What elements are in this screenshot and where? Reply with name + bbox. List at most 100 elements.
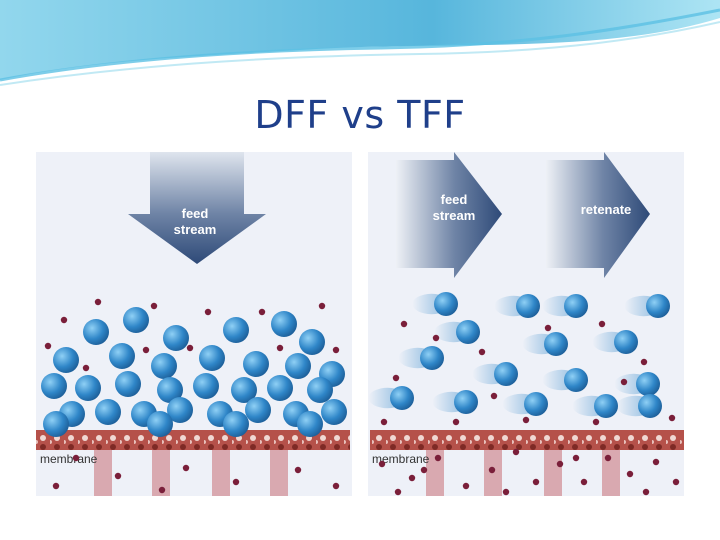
- small-particle: [598, 320, 606, 328]
- large-particle: [516, 294, 540, 318]
- large-particle: [123, 307, 149, 333]
- tff-membrane-label: membrane: [372, 452, 430, 466]
- large-particle: [83, 319, 109, 345]
- tff-feed-label-2: stream: [433, 208, 476, 223]
- large-particle: [564, 368, 588, 392]
- small-particle: [478, 348, 486, 356]
- large-particle: [321, 399, 347, 425]
- tff-particles: [368, 292, 680, 496]
- small-particle: [604, 454, 612, 462]
- large-particle: [494, 362, 518, 386]
- small-particle: [204, 308, 212, 316]
- small-particle: [642, 488, 650, 496]
- large-particle: [307, 377, 333, 403]
- large-particle: [299, 329, 325, 355]
- large-particle: [223, 317, 249, 343]
- large-particle: [564, 294, 588, 318]
- large-particle: [297, 411, 323, 437]
- large-particle: [75, 375, 101, 401]
- large-particle: [390, 386, 414, 410]
- small-particle: [420, 466, 428, 474]
- small-particle: [392, 374, 400, 382]
- small-particle: [522, 416, 530, 424]
- large-particle: [147, 411, 173, 437]
- large-particle: [223, 411, 249, 437]
- small-particle: [186, 344, 194, 352]
- large-particle: [454, 390, 478, 414]
- large-particle: [420, 346, 444, 370]
- small-particle: [142, 346, 150, 354]
- dff-membrane-label: membrane: [40, 452, 98, 466]
- small-particle: [258, 308, 266, 316]
- large-particle: [151, 353, 177, 379]
- small-particle: [490, 392, 498, 400]
- small-particle: [432, 334, 440, 342]
- small-particle: [668, 414, 676, 422]
- large-particle: [285, 353, 311, 379]
- dff-particles: [41, 298, 347, 494]
- large-particle: [53, 347, 79, 373]
- large-particle: [199, 345, 225, 371]
- large-particle: [638, 394, 662, 418]
- small-particle: [52, 482, 60, 490]
- large-particle: [109, 343, 135, 369]
- large-particle: [456, 320, 480, 344]
- dff-feed-stream-arrow: feed stream: [128, 152, 266, 264]
- large-particle: [524, 392, 548, 416]
- large-particle: [167, 397, 193, 423]
- large-particle: [646, 294, 670, 318]
- small-particle: [452, 418, 460, 426]
- small-particle: [488, 466, 496, 474]
- small-particle: [408, 474, 416, 482]
- small-particle: [532, 478, 540, 486]
- small-particle: [512, 448, 520, 456]
- dff-membrane: [36, 430, 350, 450]
- large-particle: [544, 332, 568, 356]
- small-particle: [44, 342, 52, 350]
- small-particle: [380, 418, 388, 426]
- dff-vs-tff-diagram: feed stream feed stream retenate membran…: [36, 152, 684, 496]
- small-particle: [652, 458, 660, 466]
- small-particle: [394, 488, 402, 496]
- small-particle: [502, 488, 510, 496]
- small-particle: [556, 460, 564, 468]
- large-particle: [41, 373, 67, 399]
- small-particle: [72, 454, 80, 462]
- header-wave: [0, 0, 720, 86]
- small-particle: [462, 482, 470, 490]
- small-particle: [82, 364, 90, 372]
- small-particle: [294, 466, 302, 474]
- large-particle: [434, 292, 458, 316]
- small-particle: [672, 478, 680, 486]
- small-particle: [114, 472, 122, 480]
- small-particle: [332, 482, 340, 490]
- large-particle: [163, 325, 189, 351]
- small-particle: [150, 302, 158, 310]
- tff-membrane: [370, 430, 684, 450]
- large-particle: [614, 330, 638, 354]
- tff-retenate-label: retenate: [581, 202, 632, 217]
- large-particle: [115, 371, 141, 397]
- small-particle: [378, 460, 386, 468]
- small-particle: [182, 464, 190, 472]
- small-particle: [158, 486, 166, 494]
- small-particle: [620, 378, 628, 386]
- small-particle: [640, 358, 648, 366]
- large-particle: [43, 411, 69, 437]
- small-particle: [572, 454, 580, 462]
- slide-title: DFF vs TFF: [254, 93, 466, 137]
- large-particle: [271, 311, 297, 337]
- small-particle: [94, 298, 102, 306]
- large-particle: [193, 373, 219, 399]
- large-particle: [245, 397, 271, 423]
- large-particle: [636, 372, 660, 396]
- large-particle: [243, 351, 269, 377]
- dff-feed-label-2: stream: [174, 222, 217, 237]
- large-particle: [594, 394, 618, 418]
- small-particle: [276, 344, 284, 352]
- small-particle: [318, 302, 326, 310]
- dff-feed-label-1: feed: [182, 206, 209, 221]
- large-particle: [267, 375, 293, 401]
- tff-feed-label-1: feed: [441, 192, 468, 207]
- small-particle: [232, 478, 240, 486]
